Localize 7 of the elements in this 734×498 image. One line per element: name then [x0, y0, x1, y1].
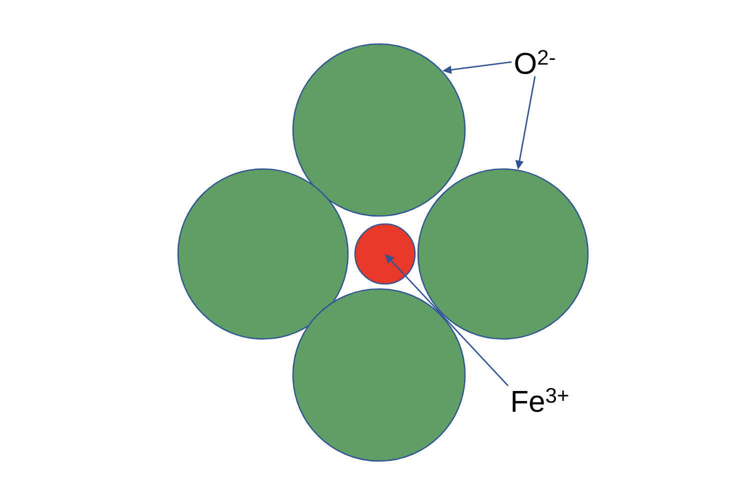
ion-circle [292, 288, 466, 462]
ion-label: O$^{2-}$ [515, 50, 555, 74]
ion-circle [292, 43, 466, 217]
ion-label: Fe$^{3+}$ [512, 388, 568, 412]
ion-circle [417, 168, 589, 340]
ion-circle [354, 223, 416, 285]
ion-circle [177, 168, 349, 340]
